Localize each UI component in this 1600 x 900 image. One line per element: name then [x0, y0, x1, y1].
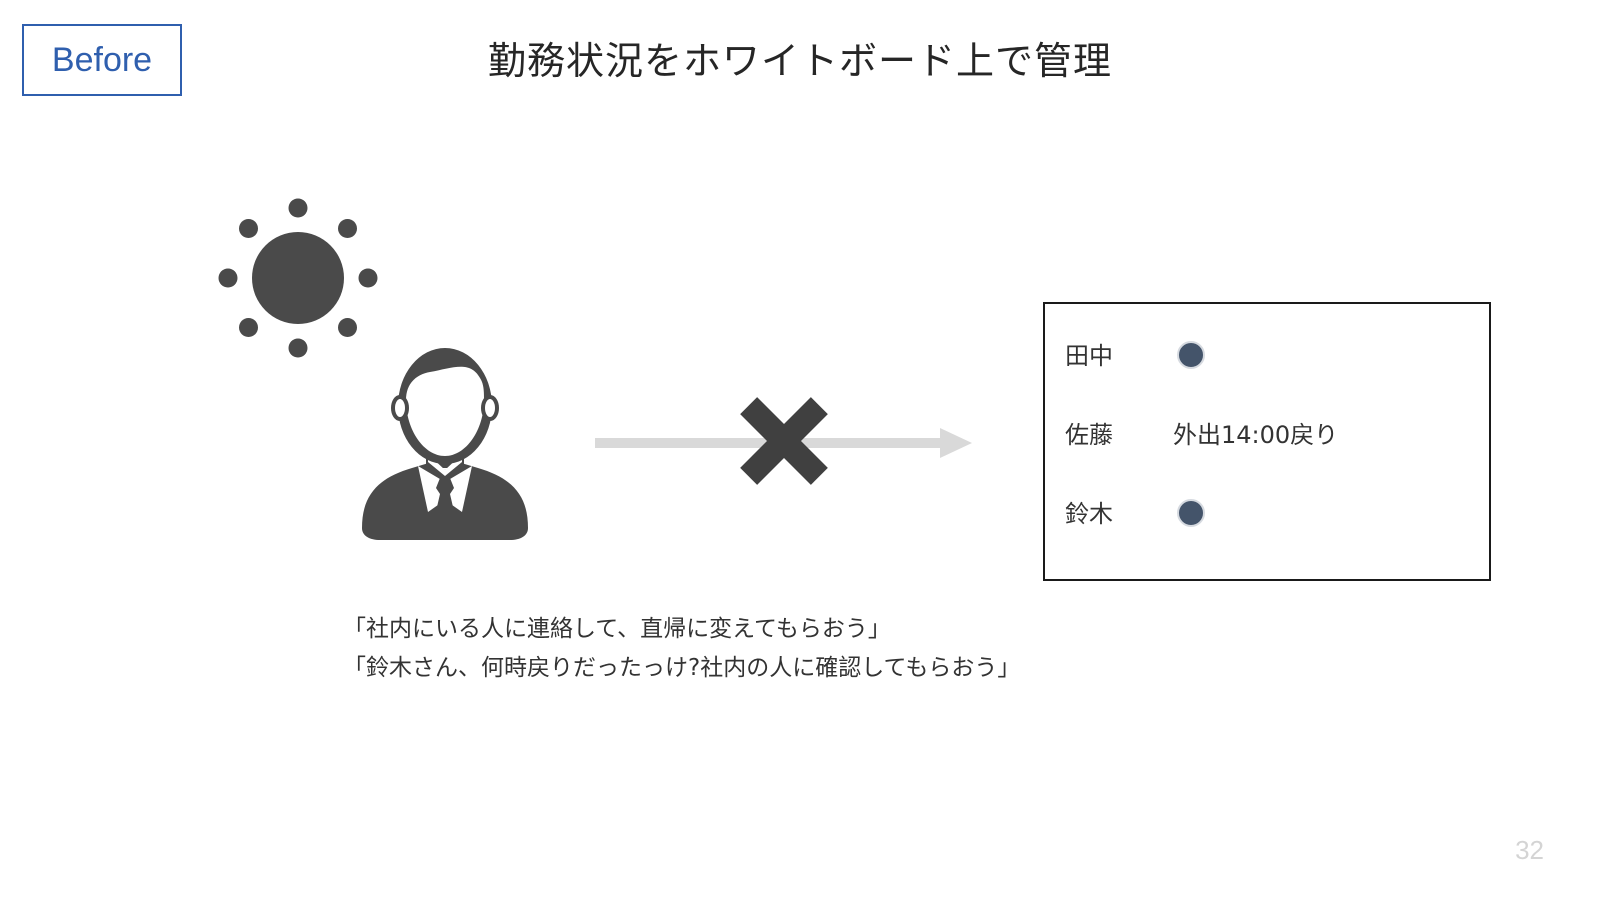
before-label: Before — [22, 24, 182, 96]
page-number: 32 — [1515, 835, 1544, 865]
status-dot — [1177, 499, 1205, 527]
whiteboard-row-suzuki: 鈴木 — [1065, 494, 1465, 534]
row-name: 田中 — [1065, 342, 1113, 370]
row-name: 鈴木 — [1065, 500, 1113, 528]
quotes: 「社内にいる人に連絡して、直帰に変えてもらおう」 「鈴木さん、何時戻りだったっけ… — [343, 610, 1243, 688]
quote-line-2: 「鈴木さん、何時戻りだったっけ?社内の人に確認してもらおう」 — [343, 655, 1021, 681]
businessman-icon — [362, 348, 528, 540]
status-dot — [1177, 341, 1205, 369]
status-text: 外出14:00戻り — [1173, 421, 1339, 449]
whiteboard-row-tanaka: 田中 — [1065, 336, 1465, 376]
cross-mark-icon — [740, 397, 828, 485]
row-name: 佐藤 — [1065, 421, 1113, 449]
whiteboard-row-sato: 佐藤 外出14:00戻り — [1065, 415, 1465, 455]
whiteboard: 田中 佐藤 外出14:00戻り 鈴木 — [1043, 302, 1491, 581]
slide-title: 勤務状況をホワイトボード上で管理 — [487, 39, 1112, 83]
sun-icon — [218, 198, 378, 358]
quote-line-1: 「社内にいる人に連絡して、直帰に変えてもらおう」 — [343, 616, 891, 642]
